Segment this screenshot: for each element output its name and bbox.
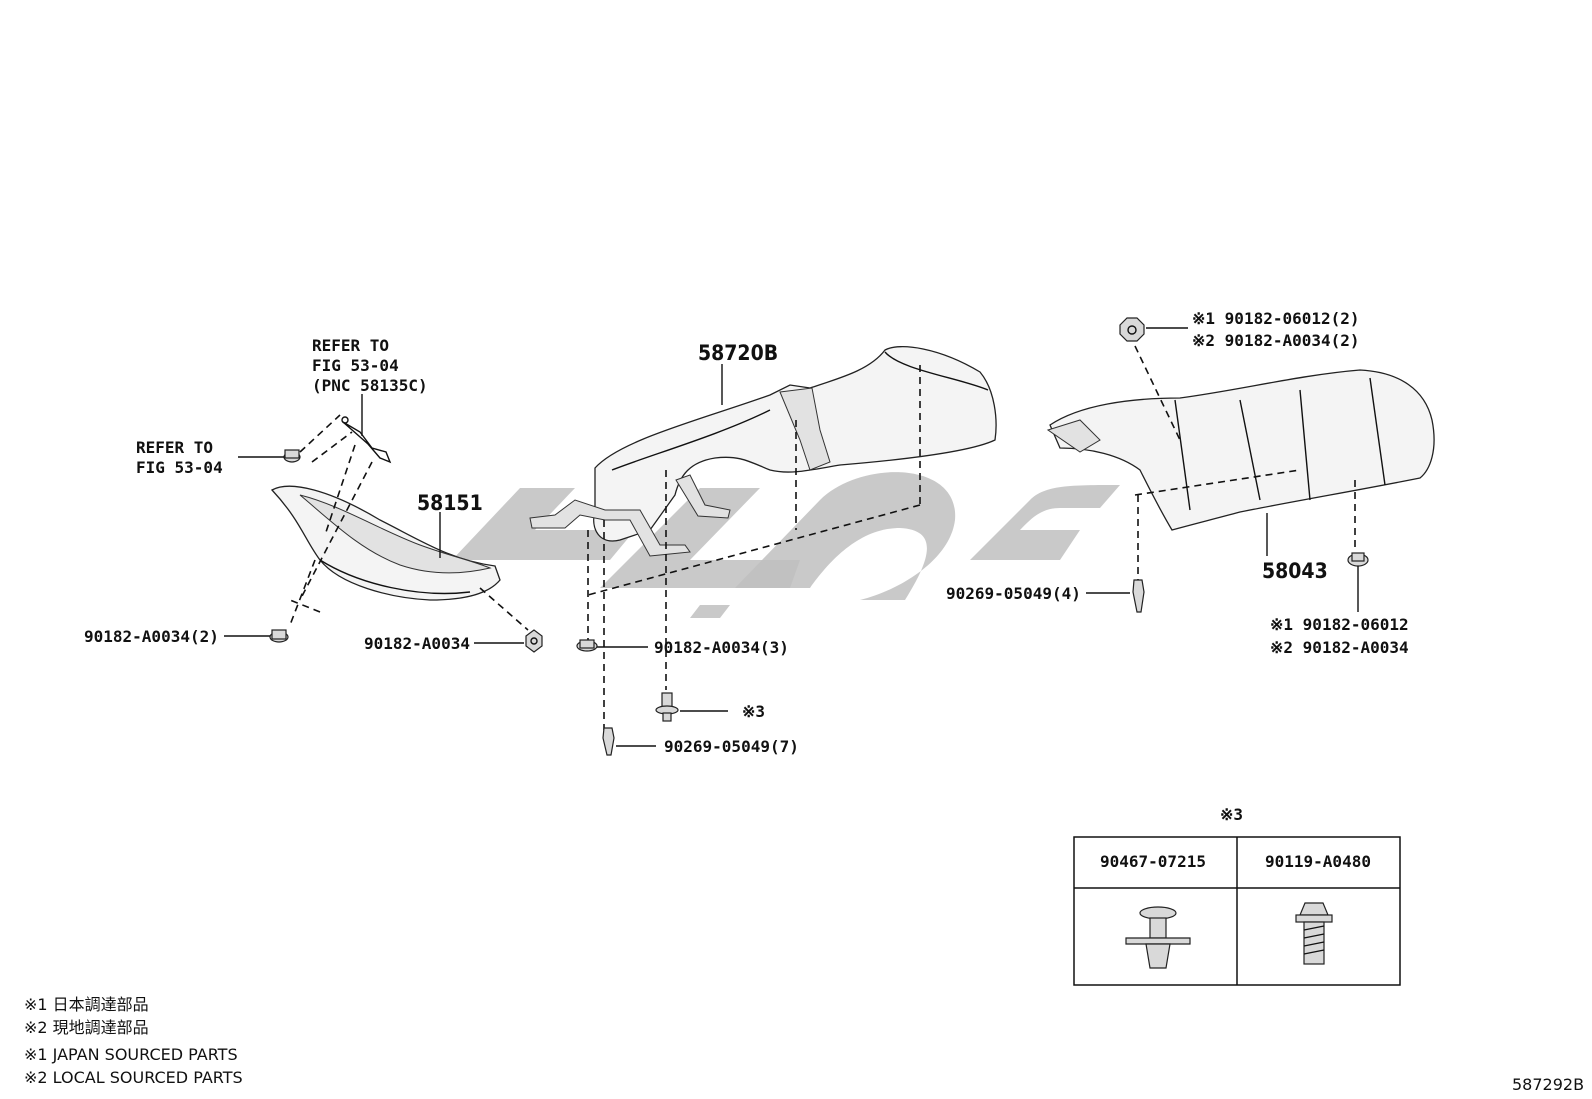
- label-58043: 58043: [1262, 559, 1328, 583]
- label-top-right-2: ※2 90182-A0034(2): [1192, 331, 1360, 350]
- nut-bottom-right-icon: [1347, 552, 1369, 567]
- connector-bracket-icon: [341, 416, 392, 464]
- legend-line1: ※1 日本調達部品: [24, 995, 149, 1014]
- label-clip-right-4: 90269-05049(4): [946, 584, 1081, 603]
- dash-left-top: [299, 414, 353, 463]
- table-col2: 90119-A0480: [1265, 852, 1371, 871]
- refer-top-line1: REFER TO: [312, 336, 389, 355]
- dash-right-diag: [1134, 469, 1301, 496]
- label-bottom-right-1: ※1 90182-06012: [1270, 615, 1409, 634]
- clip-refer-left-icon: [283, 449, 301, 463]
- nut-left-2-icon: [269, 629, 289, 643]
- label-bottom-right-2: ※2 90182-A0034: [1270, 638, 1409, 657]
- part-58043-insulator: [1046, 369, 1435, 531]
- legend-line2: ※2 現地調達部品: [24, 1018, 149, 1037]
- refer-left-line2: FIG 53-04: [136, 458, 223, 477]
- clip-right-4-icon: [1132, 579, 1145, 613]
- flange-bolt-icon: [1295, 902, 1333, 965]
- table-mark: ※3: [1220, 805, 1243, 824]
- clip-center-7-icon: [602, 727, 615, 756]
- part-58151-insulator: [270, 485, 501, 601]
- label-top-right-1: ※1 90182-06012(2): [1192, 309, 1360, 328]
- label-nut-left-2: 90182-A0034(2): [84, 627, 219, 646]
- refer-top-line2: FIG 53-04: [312, 356, 399, 375]
- nut-center-3-icon: [576, 639, 598, 652]
- dash-right-vert: [1137, 480, 1356, 580]
- label-58151: 58151: [417, 491, 483, 515]
- label-nut-center-3: 90182-A0034(3): [654, 638, 789, 657]
- dash-center-vert: [587, 470, 667, 730]
- refer-top-line3: (PNC 58135C): [312, 376, 428, 395]
- mark3-table: ※3 90467-07215 90119-A0480: [1073, 805, 1401, 986]
- label-58720b: 58720B: [698, 341, 778, 365]
- label-mark3-center: ※3: [742, 702, 765, 721]
- dash-center-diag: [587, 504, 921, 596]
- nut-top-right-icon: [1119, 317, 1145, 342]
- dash-nut-left-1: [479, 587, 529, 631]
- label-clip-center-7: 90269-05049(7): [664, 737, 799, 756]
- label-nut-left-1: 90182-A0034: [364, 634, 470, 653]
- part-58720b-insulator: [529, 346, 997, 557]
- clip-mark3-icon: [655, 692, 679, 722]
- dash-left-low: [289, 559, 321, 626]
- push-clip-icon: [1125, 906, 1191, 969]
- table-col1: 90467-07215: [1100, 852, 1206, 871]
- dash-left-mid: [299, 444, 373, 601]
- nut-left-1-icon: [525, 629, 543, 653]
- legend-line3: ※1 JAPAN SOURCED PARTS: [24, 1045, 238, 1064]
- dash-right-top: [1134, 345, 1181, 441]
- refer-left-line1: REFER TO: [136, 438, 213, 457]
- figure-id: 587292B: [1512, 1075, 1584, 1094]
- legend-line4: ※2 LOCAL SOURCED PARTS: [24, 1068, 243, 1087]
- watermark-logo: [452, 472, 1120, 618]
